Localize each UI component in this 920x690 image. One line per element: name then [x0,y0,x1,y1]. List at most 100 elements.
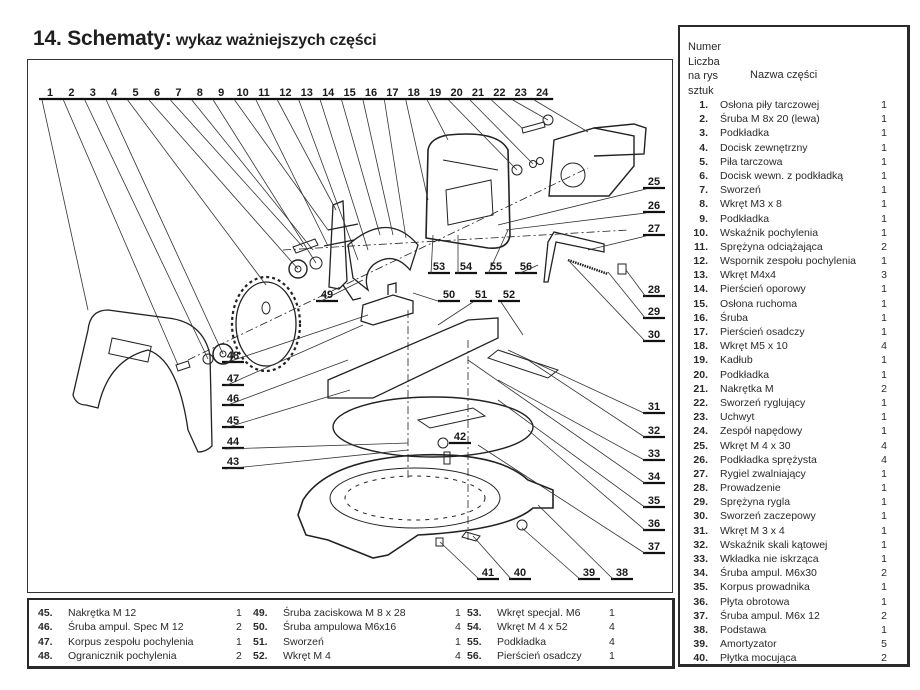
title-main: 14. Schematy: [33,27,172,50]
leader-line [537,504,615,581]
part-num: 15. [693,297,708,310]
part-qty: 1 [881,99,887,111]
washer-9-shape [309,256,323,270]
knob-23-shape [542,114,554,126]
part-name: Wkręt M 3 x 4 [720,524,785,537]
mount-plate-40 [461,531,481,542]
callout-32: 32 [648,425,660,437]
part-qty: 4 [609,635,615,648]
flange-4-hole [219,350,227,358]
part-num: 12. [693,255,708,268]
part-name: Podkładka sprężysta [720,453,817,466]
leader-line [497,379,647,462]
guide-28-shape [617,263,627,275]
title-sub: wykaz ważniejszych części [175,32,377,49]
part-qty: 1 [881,524,887,537]
base-shape [297,453,554,559]
part-qty: 1 [881,368,887,381]
part-qty: 1 [236,607,242,619]
part-num: 22. [693,396,708,409]
part-qty: 1 [881,311,887,324]
part-qty: 1 [881,538,887,551]
leader-line [469,99,534,165]
pin-7-shape [292,238,319,254]
guard-label-plate [108,337,152,363]
part-name: Prowadzenie [720,482,781,495]
callout-26: 26 [648,200,660,212]
callout-35: 35 [648,495,660,507]
callout-9: 9 [218,87,224,99]
part-name: Sprężyna rygla [720,496,791,509]
part-name: Sworzeń [283,635,324,648]
part-qty: 2 [881,652,887,665]
diagram-drawing [72,114,647,559]
part-name: Piła tarczowa [720,155,783,168]
part-num: 56. [467,649,482,662]
part-qty: 1 [609,649,615,662]
part-num: 47. [38,635,53,648]
part-name: Śruba ampulowa M6x16 [283,621,397,634]
tilt-body-shape [360,282,414,326]
part-num: 40. [693,652,708,665]
callout-3: 3 [90,87,96,99]
part-name: Nakrętka M 12 [68,607,137,619]
part-name: Docisk zewnętrzny [720,141,808,154]
leader-line [625,269,647,298]
leader-line [517,264,539,275]
part-num: 45. [38,607,53,619]
part-num: 9. [699,212,708,225]
saw-blade-arbor [261,301,271,315]
leader-line [318,279,364,303]
part-num: 31. [693,524,708,537]
part-num: 1. [699,99,708,111]
callout-37: 37 [648,541,660,553]
part-num: 28. [693,482,708,495]
leader-line [224,449,409,470]
part-name: Pierścień osadczy [497,649,582,662]
part-num: 30. [693,510,708,523]
part-name: Osłona piły tarczowej [720,99,820,111]
part-num: 54. [467,621,482,634]
part-name: Zespół napędowy [720,425,803,438]
callout-29: 29 [648,306,660,318]
part-num: 52. [253,649,268,662]
callout-44: 44 [227,436,240,448]
callout-6: 6 [154,87,160,99]
callout-33: 33 [648,448,660,460]
leader-line [512,99,549,121]
leader-line [255,99,329,247]
part-num: 17. [693,326,708,338]
part-name: Nakrętka M [720,382,774,395]
part-name: Sworzeń ryglujący [720,396,806,409]
leader-line [84,99,209,360]
part-num: 27. [693,467,708,480]
page-title: 14. Schematy: wykaz ważniejszych części [33,27,377,51]
movable-guard-shape [347,226,419,292]
leader-line [567,259,647,343]
header-sztuk: sztuk [688,84,714,97]
part-name: Wspornik zespołu pochylenia [720,255,856,268]
part-name: Wkręt M4x4 [720,269,777,282]
callout-14: 14 [322,87,335,99]
callout-4: 4 [111,87,118,99]
part-name: Wkręt M3 x 8 [720,198,782,211]
part-num: 34. [693,567,708,580]
part-qty: 5 [881,638,887,651]
part-num: 16. [693,311,708,324]
leader-line [105,99,224,355]
part-name: Uchwyt [720,411,755,424]
part-num: 32. [693,538,708,551]
